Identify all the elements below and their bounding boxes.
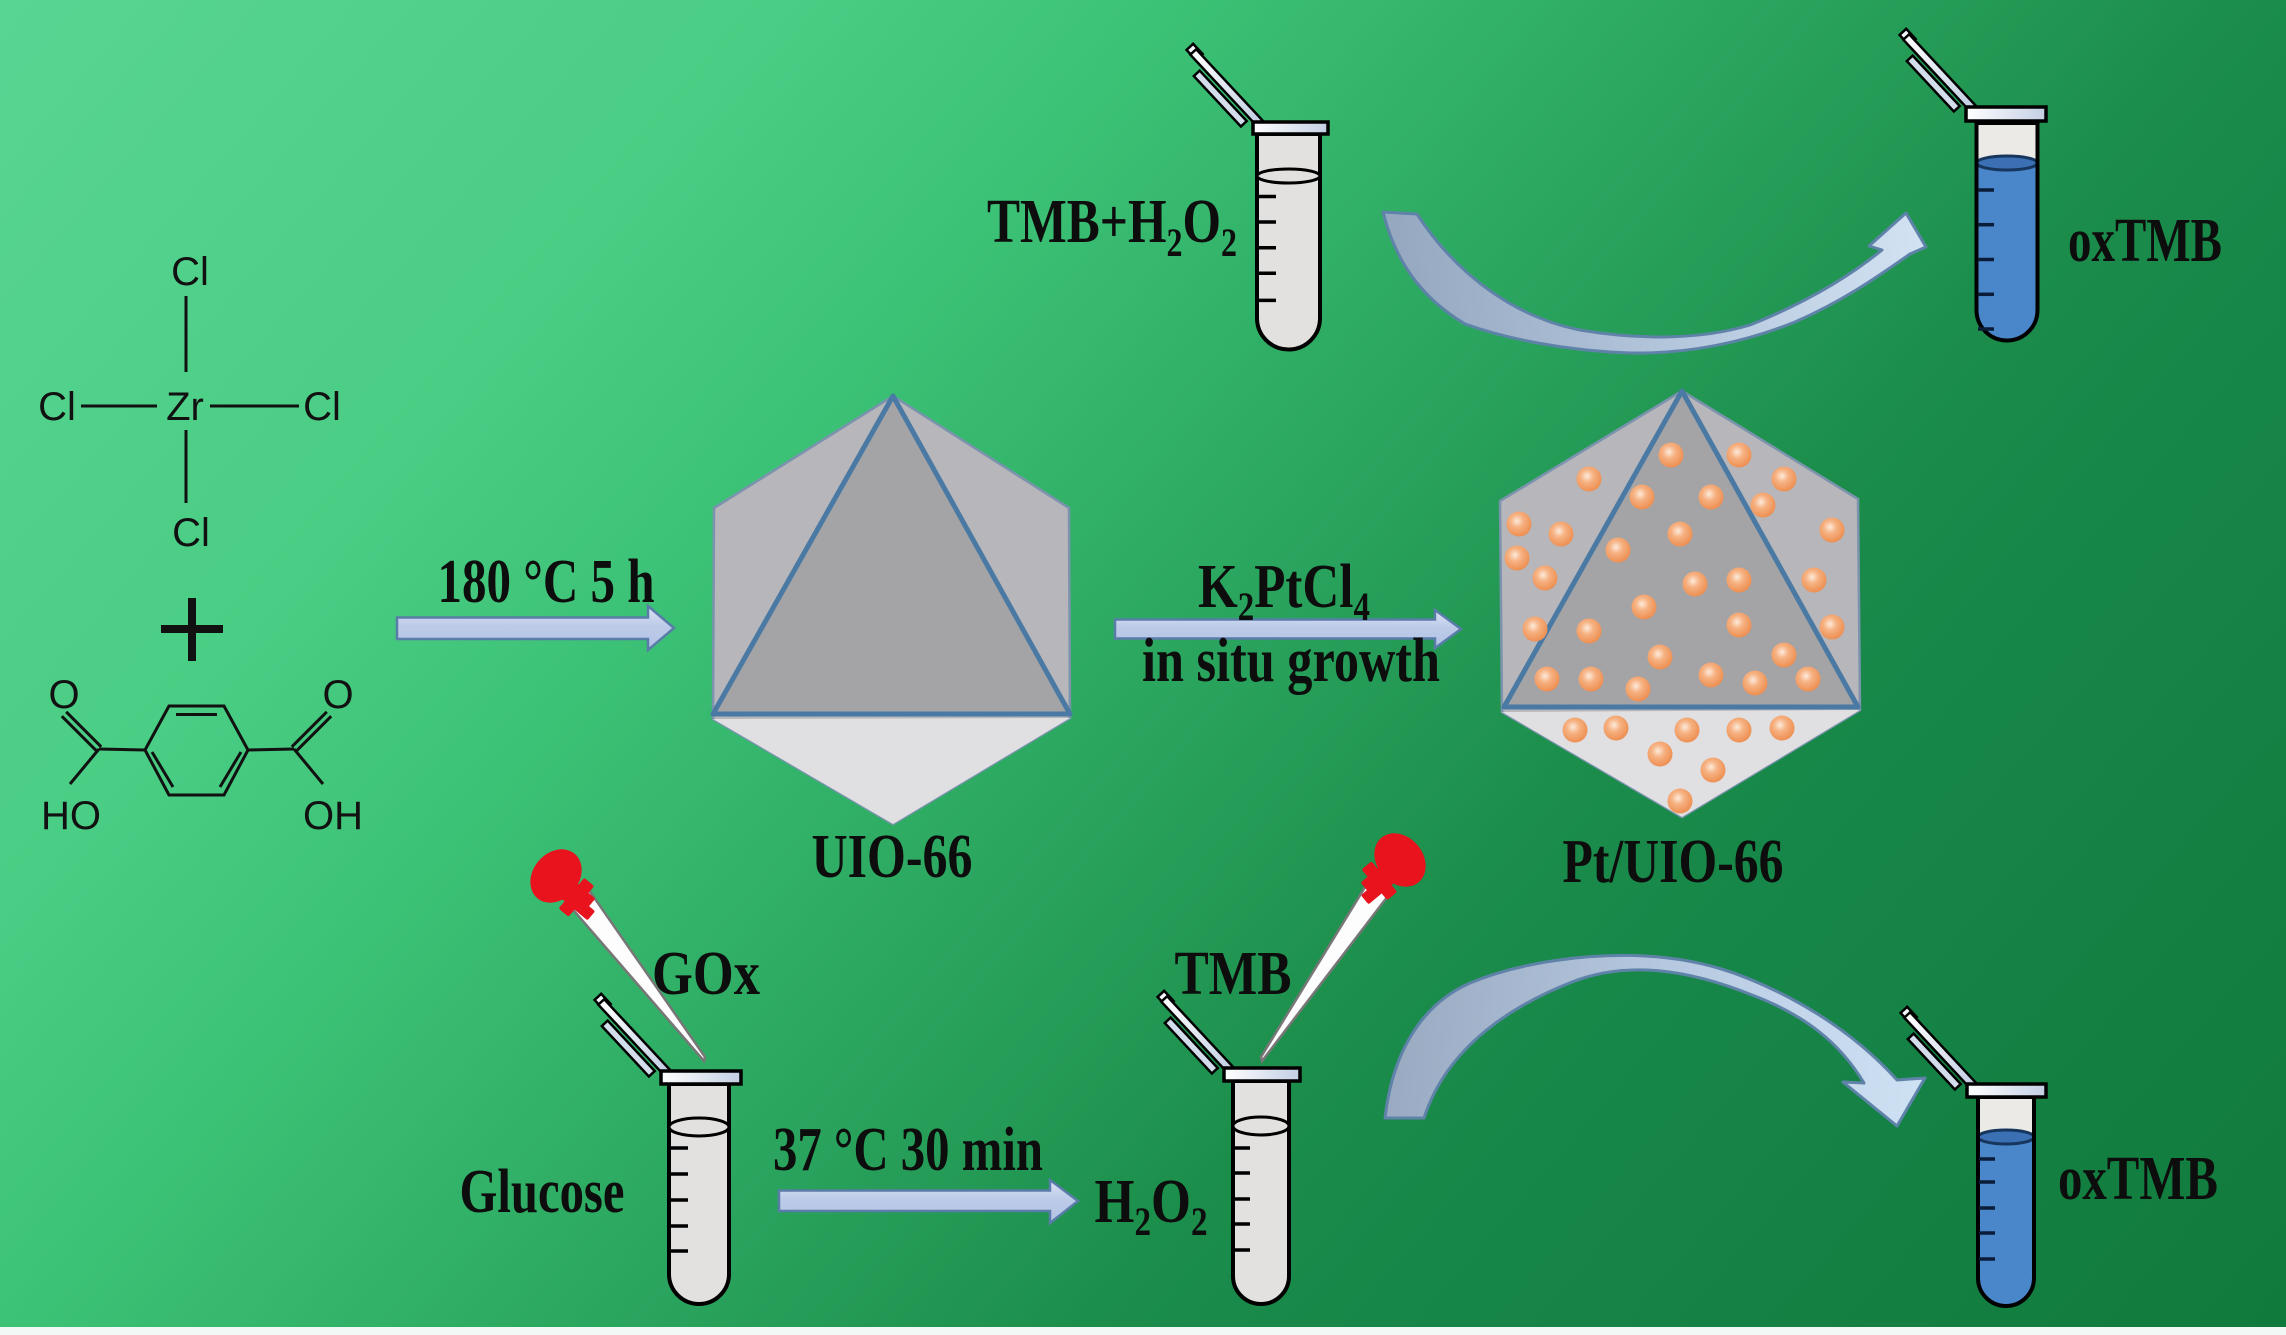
svg-text:TMB: TMB — [1175, 940, 1292, 1008]
svg-text:37 °C 30 min: 37 °C 30 min — [773, 1116, 1043, 1184]
svg-text:Pt/UIO-66: Pt/UIO-66 — [1563, 828, 1784, 896]
svg-text:in situ growth: in situ growth — [1142, 627, 1440, 695]
svg-text:oxTMB: oxTMB — [2058, 1145, 2218, 1213]
svg-text:Glucose: Glucose — [460, 1158, 625, 1226]
svg-text:TMB+H2O2: TMB+H2O2 — [987, 188, 1237, 265]
svg-text:180 °C 5 h: 180 °C 5 h — [438, 548, 655, 616]
svg-text:UIO-66: UIO-66 — [812, 823, 973, 891]
svg-text:oxTMB: oxTMB — [2068, 207, 2222, 275]
svg-text:Cl: Cl — [172, 511, 210, 555]
svg-text:Cl: Cl — [171, 250, 209, 294]
svg-text:O: O — [48, 673, 79, 717]
svg-text:GOx: GOx — [652, 940, 760, 1008]
svg-text:Cl: Cl — [38, 385, 76, 429]
svg-text:HO: HO — [41, 794, 101, 838]
svg-text:Zr: Zr — [166, 385, 204, 429]
svg-text:OH: OH — [303, 794, 363, 838]
svg-text:O: O — [322, 673, 353, 717]
svg-text:K2PtCl4: K2PtCl4 — [1198, 553, 1370, 629]
svg-text:H2O2: H2O2 — [1095, 1168, 1208, 1244]
svg-text:Cl: Cl — [303, 385, 341, 429]
